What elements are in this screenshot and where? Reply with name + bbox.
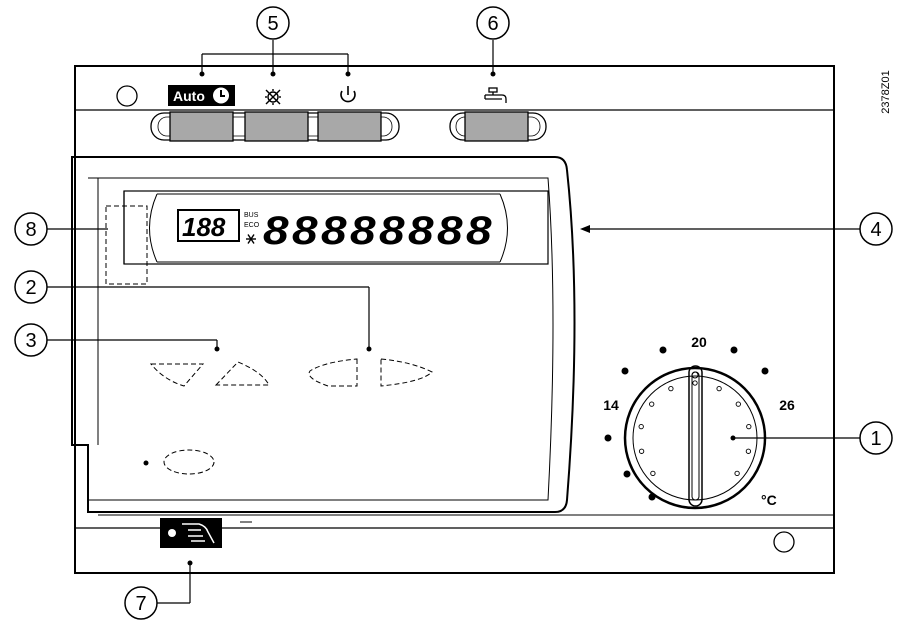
hidden-button-7 xyxy=(163,449,215,475)
knob-inner-dot xyxy=(692,380,698,386)
knob-inner-dot xyxy=(734,470,740,477)
callout-2: 2 xyxy=(14,270,48,304)
document-code: 2378Z01 xyxy=(880,70,892,113)
svg-text:3: 3 xyxy=(25,330,36,352)
knob-inner-dot xyxy=(668,385,674,392)
knob-inner-dot xyxy=(735,401,741,407)
auto-label-text: Auto xyxy=(173,88,205,104)
knob-inner-dot xyxy=(650,470,656,477)
knob-inner-dot xyxy=(716,385,722,392)
crossed-sun-icon xyxy=(265,89,281,105)
callout-4-leader xyxy=(580,225,860,233)
svg-text:6: 6 xyxy=(487,13,498,35)
asterisk-icon xyxy=(246,234,256,244)
auto-mode-button[interactable] xyxy=(169,111,234,142)
knob-outer-dot xyxy=(730,346,738,354)
svg-text:8: 8 xyxy=(25,219,36,241)
knob-outer-dot xyxy=(604,434,612,442)
standby-button[interactable] xyxy=(317,111,382,142)
knob-outer-dot xyxy=(659,346,667,354)
dhw-button[interactable] xyxy=(464,111,529,142)
manual-indicator xyxy=(160,518,222,548)
hand-icon xyxy=(182,523,215,544)
tap-icon xyxy=(484,87,507,103)
callout-7-leader xyxy=(157,560,193,604)
knob-inner-dot xyxy=(745,448,752,454)
reduced-mode-button[interactable] xyxy=(244,111,309,142)
svg-text:5: 5 xyxy=(267,13,278,35)
knob-unit: °C xyxy=(761,492,777,508)
hidden-buttons-3 xyxy=(149,361,270,387)
main-digits: 88888888 xyxy=(263,209,495,253)
eco-label: ECO xyxy=(244,222,260,229)
callout-1: 1 xyxy=(859,421,893,455)
screw-hole-bottom-right xyxy=(773,531,795,553)
knob-outer-dot xyxy=(648,493,656,501)
bus-label: BUS xyxy=(244,212,259,219)
hidden-area-8 xyxy=(105,205,148,285)
temperature-knob[interactable] xyxy=(623,365,767,510)
knob-scale xyxy=(604,346,769,501)
callout-6: 6 xyxy=(476,6,510,40)
callout-3: 3 xyxy=(14,323,48,357)
callout-1-leader xyxy=(730,435,860,441)
svg-text:1: 1 xyxy=(870,428,881,450)
hidden-buttons-2 xyxy=(308,358,433,387)
knob-inner-dot xyxy=(649,401,655,407)
knob-inner-dot xyxy=(638,448,645,454)
power-icon xyxy=(340,86,356,103)
knob-label-26: 26 xyxy=(779,397,795,413)
knob-inner-dot xyxy=(746,423,752,430)
callout-5: 5 xyxy=(256,6,290,40)
knob-label-20: 20 xyxy=(691,334,707,350)
callout-4: 4 xyxy=(859,212,893,246)
dot-icon xyxy=(168,529,176,537)
knob-inner-dot xyxy=(638,423,644,430)
knob-outer-dot xyxy=(621,367,629,375)
callout-7: 7 xyxy=(124,586,158,620)
housing-outline xyxy=(74,65,835,574)
svg-text:2: 2 xyxy=(25,277,36,299)
knob-label-14: 14 xyxy=(603,397,619,413)
callout-7b-leader xyxy=(143,460,149,466)
small-digits: 188 xyxy=(182,212,226,242)
callout-8: 8 xyxy=(14,212,48,246)
svg-text:4: 4 xyxy=(870,219,881,241)
clock-icon xyxy=(213,87,229,104)
callout-5-leader xyxy=(199,40,351,77)
svg-text:7: 7 xyxy=(135,593,146,615)
auto-label: Auto xyxy=(168,85,235,106)
knob-outer-dot xyxy=(761,367,769,375)
display-window xyxy=(123,190,549,265)
callout-3-leader xyxy=(47,339,220,352)
callout-6-leader xyxy=(490,40,496,77)
knob-outer-dot xyxy=(623,470,631,478)
small-digits-frame xyxy=(177,209,240,242)
screw-hole-top-left xyxy=(116,85,138,107)
front-cover xyxy=(71,156,576,513)
callout-2-leader xyxy=(47,286,372,352)
